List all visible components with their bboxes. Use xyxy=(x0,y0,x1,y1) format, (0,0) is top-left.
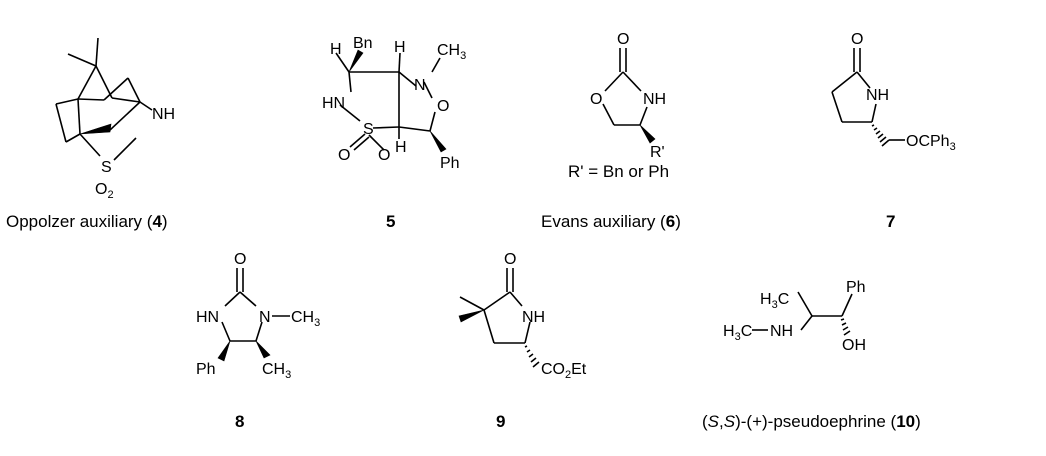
structure-6-o-carbonyl: O xyxy=(617,31,629,48)
structure-8-n: N xyxy=(259,309,271,326)
structure-10-h3c-top: H3C xyxy=(760,291,789,311)
caption-5: 5 xyxy=(386,212,396,231)
structure-8-bonds xyxy=(221,268,290,342)
structure-4-nh: NH xyxy=(152,106,175,123)
structure-8-ch3b: CH3 xyxy=(262,361,291,381)
structure-4-o2: O2 xyxy=(95,181,114,201)
structure-4-s: S xyxy=(101,159,112,176)
structure-4-wedge xyxy=(79,123,112,135)
structure-5-ch3: CH3 xyxy=(437,42,466,62)
structure-10-ph: Ph xyxy=(846,279,866,296)
structure-7-o-carbonyl: O xyxy=(851,31,863,48)
structure-9-o-carbonyl: O xyxy=(504,251,516,268)
structure-7-nh: NH xyxy=(866,87,889,104)
structure-10-bonds xyxy=(752,291,853,331)
structure-5-h-tl: H xyxy=(330,41,342,58)
structure-10-oh: OH xyxy=(842,337,866,354)
structure-5-bonds xyxy=(335,52,441,151)
structure-9-hash xyxy=(524,345,540,368)
structure-9-bonds xyxy=(459,268,531,344)
structure-10-nh: NH xyxy=(770,323,793,340)
structure-9-co2et: CO2Et xyxy=(541,361,587,381)
structure-4-bonds xyxy=(55,37,153,161)
caption-10: (S,S)-(+)-pseudoephrine (10) xyxy=(702,412,921,431)
structure-7-ocph3: OCPh3 xyxy=(906,133,956,153)
structure-5-ph: Ph xyxy=(440,155,460,172)
structure-8-ph: Ph xyxy=(196,361,216,378)
structure-5-s: S xyxy=(363,121,374,138)
structure-6-wedge xyxy=(639,124,656,144)
structure-5-wedge-bn xyxy=(348,49,364,73)
structure-10-h3c-bot: H3C xyxy=(723,323,752,343)
structure-5-h-bl: H xyxy=(395,139,407,156)
structure-5-hn: HN xyxy=(322,95,345,112)
structure-7-bonds xyxy=(831,48,905,141)
structure-10-hash xyxy=(840,318,851,336)
structure-5-o-b: O xyxy=(378,147,390,164)
caption-7: 7 xyxy=(886,212,896,231)
structure-8-ch3: CH3 xyxy=(291,309,320,329)
structure-8-wedge-ch3 xyxy=(255,340,271,359)
structure-5-bn: Bn xyxy=(353,35,373,52)
structure-6-nh: NH xyxy=(643,91,666,108)
structure-7-hash xyxy=(871,124,890,147)
caption-8: 8 xyxy=(235,412,245,431)
structure-5-wedge-ph xyxy=(429,130,447,153)
structure-9-nh: NH xyxy=(522,309,545,326)
structure-6-bonds xyxy=(602,48,648,126)
structure-9-wedge-me xyxy=(458,309,485,323)
structure-8-wedge-ph xyxy=(217,340,231,362)
structure-5-o-ring: O xyxy=(437,98,449,115)
structure-8-o-carbonyl: O xyxy=(234,251,246,268)
structure-5-n: N xyxy=(414,77,426,94)
structure-5-h-tr: H xyxy=(394,39,406,56)
caption-4: Oppolzer auxiliary (4) xyxy=(6,212,168,231)
structure-5-o-a: O xyxy=(338,147,350,164)
structure-6-note: R' = Bn or Ph xyxy=(568,162,670,181)
caption-9: 9 xyxy=(496,412,506,431)
structure-8-hn: HN xyxy=(196,309,219,326)
caption-6: Evans auxiliary (6) xyxy=(541,212,681,231)
structure-6-r: R' xyxy=(650,144,665,161)
structure-6-o-ring: O xyxy=(590,91,602,108)
